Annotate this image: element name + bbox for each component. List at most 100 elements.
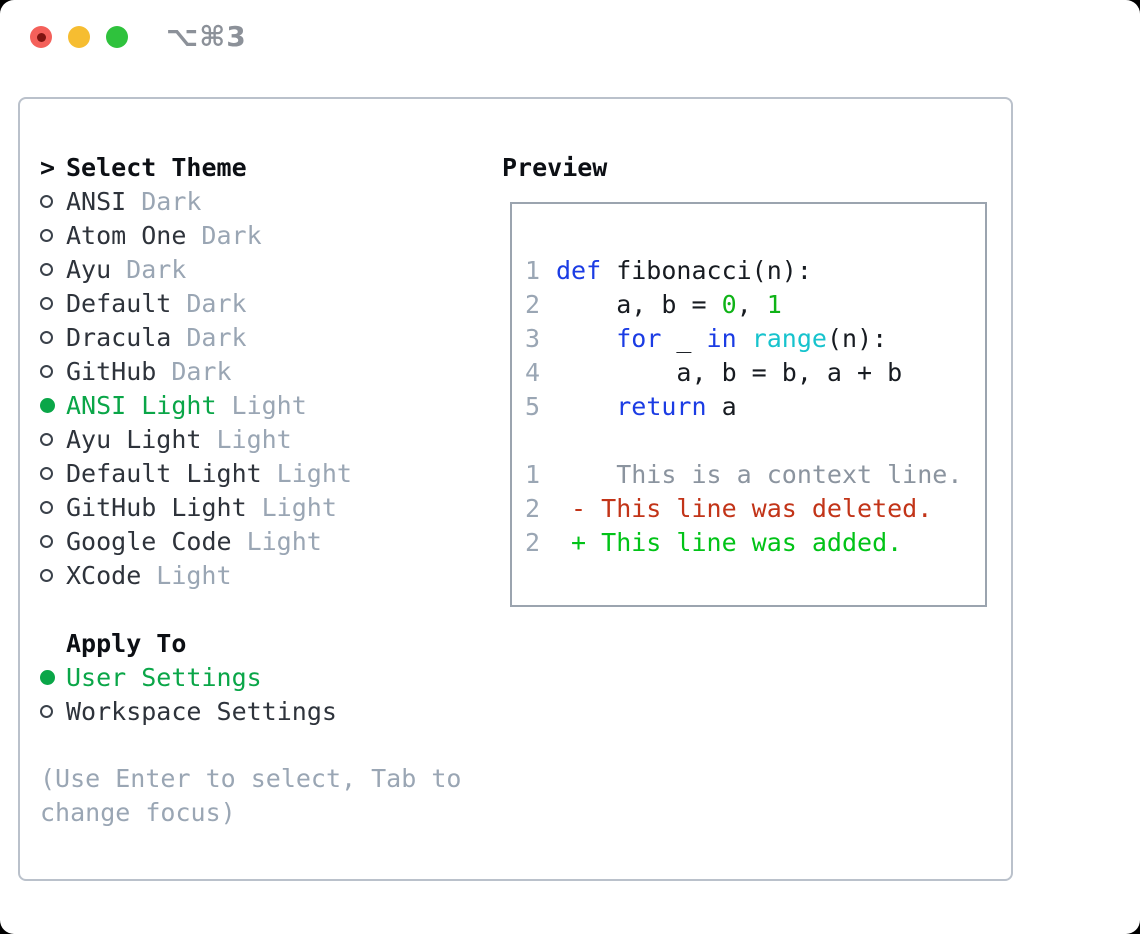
preview-heading: Preview — [502, 152, 608, 182]
theme-variant-label: Dark — [171, 356, 232, 386]
code-token-plain: a, b = b, a + b — [556, 357, 903, 387]
theme-option-label: Ayu — [66, 254, 112, 284]
theme-option-google-code[interactable]: Google Code Light — [40, 524, 352, 558]
apply-option-user-settings[interactable]: User Settings — [40, 660, 337, 694]
theme-variant-label: Light — [246, 526, 322, 556]
preview-code-line: 5 return a — [525, 389, 985, 423]
radio-unselected-icon — [40, 228, 66, 242]
focus-caret-icon: > — [40, 152, 56, 182]
theme-option-label: GitHub — [66, 356, 157, 386]
theme-option-label: Default — [66, 288, 172, 318]
code-token-keyword: for — [616, 323, 662, 353]
radio-unselected-icon — [40, 296, 66, 310]
close-dot-icon — [36, 32, 46, 42]
theme-option-ansi[interactable]: ANSI Dark — [40, 184, 352, 218]
theme-option-default-light[interactable]: Default Light Light — [40, 456, 352, 490]
radio-unselected-icon — [40, 534, 66, 548]
zoom-button[interactable] — [106, 26, 128, 48]
preview-code-line: 1 def fibonacci(n): — [525, 253, 985, 287]
preview-code-line: 3 for _ in range(n): — [525, 321, 985, 355]
line-number: 2 — [525, 493, 541, 523]
apply-option-label: Workspace Settings — [66, 696, 337, 726]
theme-variant-label: Light — [231, 390, 307, 420]
code-token-added: + This line was added. — [556, 527, 903, 557]
code-token-builtin: range — [751, 323, 827, 353]
radio-unselected-icon — [40, 330, 66, 344]
theme-option-label: ANSI — [66, 186, 127, 216]
radio-unselected-icon — [40, 432, 66, 446]
line-number: 2 — [525, 527, 541, 557]
theme-variant-label: Dark — [141, 186, 202, 216]
code-token-plain: a, b = — [556, 289, 722, 319]
radio-unselected-icon — [40, 568, 66, 582]
theme-option-label: Dracula — [66, 322, 172, 352]
theme-variant-label: Light — [276, 458, 352, 488]
theme-variant-label: Light — [156, 560, 232, 590]
theme-option-label: Atom One — [66, 220, 187, 250]
code-token-plain — [556, 324, 616, 353]
theme-option-ayu-light[interactable]: Ayu Light Light — [40, 422, 352, 456]
code-token-plain: , — [736, 289, 767, 319]
theme-variant-label: Light — [216, 424, 292, 454]
theme-option-atom-one[interactable]: Atom One Dark — [40, 218, 352, 252]
theme-option-ayu[interactable]: Ayu Dark — [40, 252, 352, 286]
titlebar-shortcut: ⌥⌘3 — [166, 20, 247, 53]
keyboard-hint: (Use Enter to select, Tab to change focu… — [40, 764, 462, 827]
theme-variant-label: Dark — [201, 220, 262, 250]
radio-unselected-icon — [40, 466, 66, 480]
theme-option-label: XCode — [66, 560, 142, 590]
apply-option-label: User Settings — [66, 662, 262, 692]
code-token-keyword: def — [556, 255, 602, 285]
theme-option-github[interactable]: GitHub Dark — [40, 354, 352, 388]
theme-list-heading-row: > Select Theme — [40, 150, 352, 184]
minimize-button[interactable] — [68, 26, 90, 48]
code-token-plain — [737, 324, 752, 353]
theme-option-label: Google Code — [66, 526, 232, 556]
apply-to-heading-row: Apply To — [40, 626, 337, 660]
theme-variant-label: Dark — [186, 322, 247, 352]
radio-unselected-icon — [40, 194, 66, 208]
line-number: 3 — [525, 323, 541, 353]
preview-code-line: 1 This is a context line. — [525, 457, 985, 491]
preview-code-line: 2 + This line was added. — [525, 525, 985, 559]
preview-code-line: 4 a, b = b, a + b — [525, 355, 985, 389]
radio-unselected-icon — [40, 704, 66, 718]
line-number: 1 — [525, 459, 541, 489]
apply-option-workspace-settings[interactable]: Workspace Settings — [40, 694, 337, 728]
code-token-number: 0 — [721, 289, 737, 319]
theme-list-heading: Select Theme — [66, 152, 247, 182]
line-number: 1 — [525, 255, 541, 285]
code-token-plain: (n): — [826, 323, 888, 353]
close-button[interactable] — [30, 26, 52, 48]
line-number: 5 — [525, 391, 541, 421]
code-token-deleted: - This line was deleted. — [556, 493, 933, 523]
code-token-number: 1 — [766, 289, 782, 319]
theme-option-xcode[interactable]: XCode Light — [40, 558, 352, 592]
theme-variant-label: Dark — [126, 254, 187, 284]
radio-unselected-icon — [40, 262, 66, 276]
theme-option-ansi-light[interactable]: ANSI Light Light — [40, 388, 352, 422]
theme-option-label: ANSI Light — [66, 390, 217, 420]
code-token-keyword: in — [706, 323, 737, 353]
theme-option-label: GitHub Light — [66, 492, 247, 522]
code-token-plain — [556, 392, 616, 421]
line-number: 4 — [525, 357, 541, 387]
theme-option-label: Default Light — [66, 458, 262, 488]
theme-option-dracula[interactable]: Dracula Dark — [40, 320, 352, 354]
apply-to-heading: Apply To — [66, 628, 187, 658]
preview-code-line: 2 - This line was deleted. — [525, 491, 985, 525]
radio-selected-icon — [40, 669, 66, 685]
radio-unselected-icon — [40, 500, 66, 514]
line-number: 2 — [525, 289, 541, 319]
code-token-keyword: return — [616, 391, 707, 421]
preview-heading-row: Preview — [502, 150, 607, 184]
radio-selected-icon — [40, 397, 66, 413]
theme-option-label: Ayu Light — [66, 424, 202, 454]
code-token-plain: fibonacci(n): — [601, 255, 812, 285]
